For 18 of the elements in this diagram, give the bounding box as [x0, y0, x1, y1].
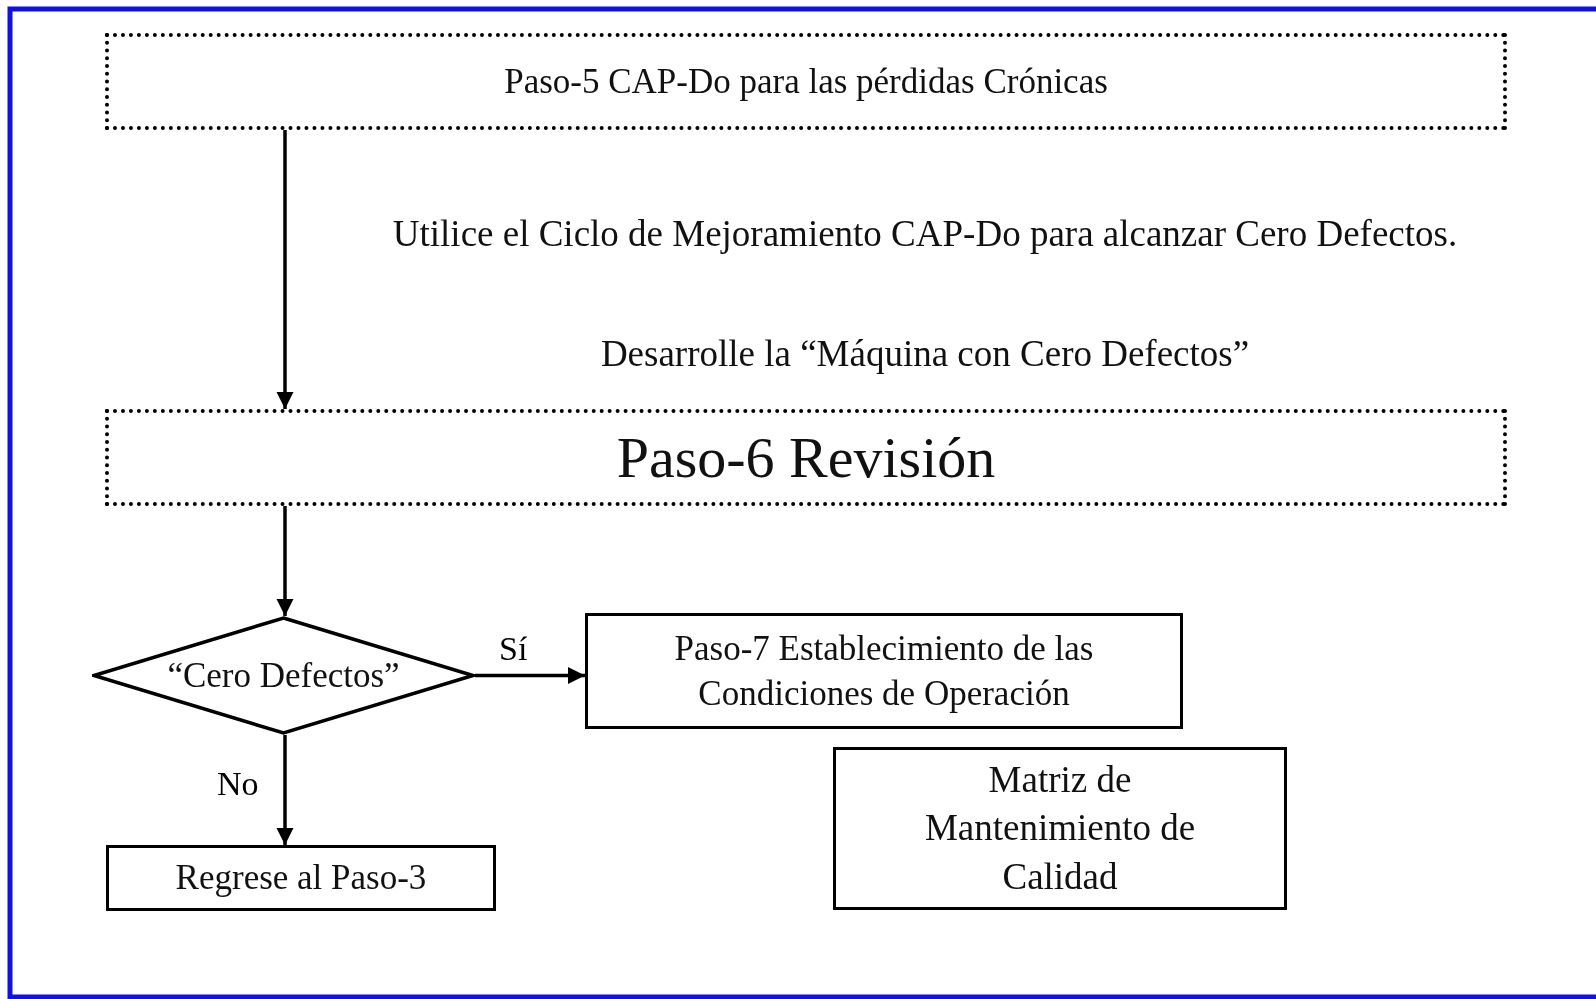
process-box	[833, 747, 1287, 910]
decision-diamond	[92, 616, 475, 735]
arrow	[276, 130, 294, 409]
arrow	[276, 506, 294, 616]
arrow	[276, 735, 294, 845]
process-box	[585, 613, 1183, 729]
node-text: Paso-5 CAP-Do para las pérdidas Crónicas	[504, 60, 1108, 103]
node-text: Regrese al Paso-3	[175, 857, 427, 900]
annotation-text: Utilice el Ciclo de Mejoramiento CAP-Do para alcanzar Cero Defectos.	[391, 212, 1459, 256]
node-text: Matriz de Mantenimiento de Calidad	[923, 758, 1197, 899]
process-box	[106, 845, 496, 911]
annotation-text: Desarrolle la “Máquina con Cero Defectos”	[599, 332, 1251, 376]
node-text: Paso-7 Establecimiento de las Condiciones de Operación	[673, 627, 1095, 715]
node-text: “Cero Defectos”	[167, 654, 400, 697]
step-box	[105, 409, 1507, 506]
arrow	[475, 666, 585, 685]
step-box	[105, 33, 1507, 130]
node-text: Paso-6 Revisión	[616, 423, 996, 492]
